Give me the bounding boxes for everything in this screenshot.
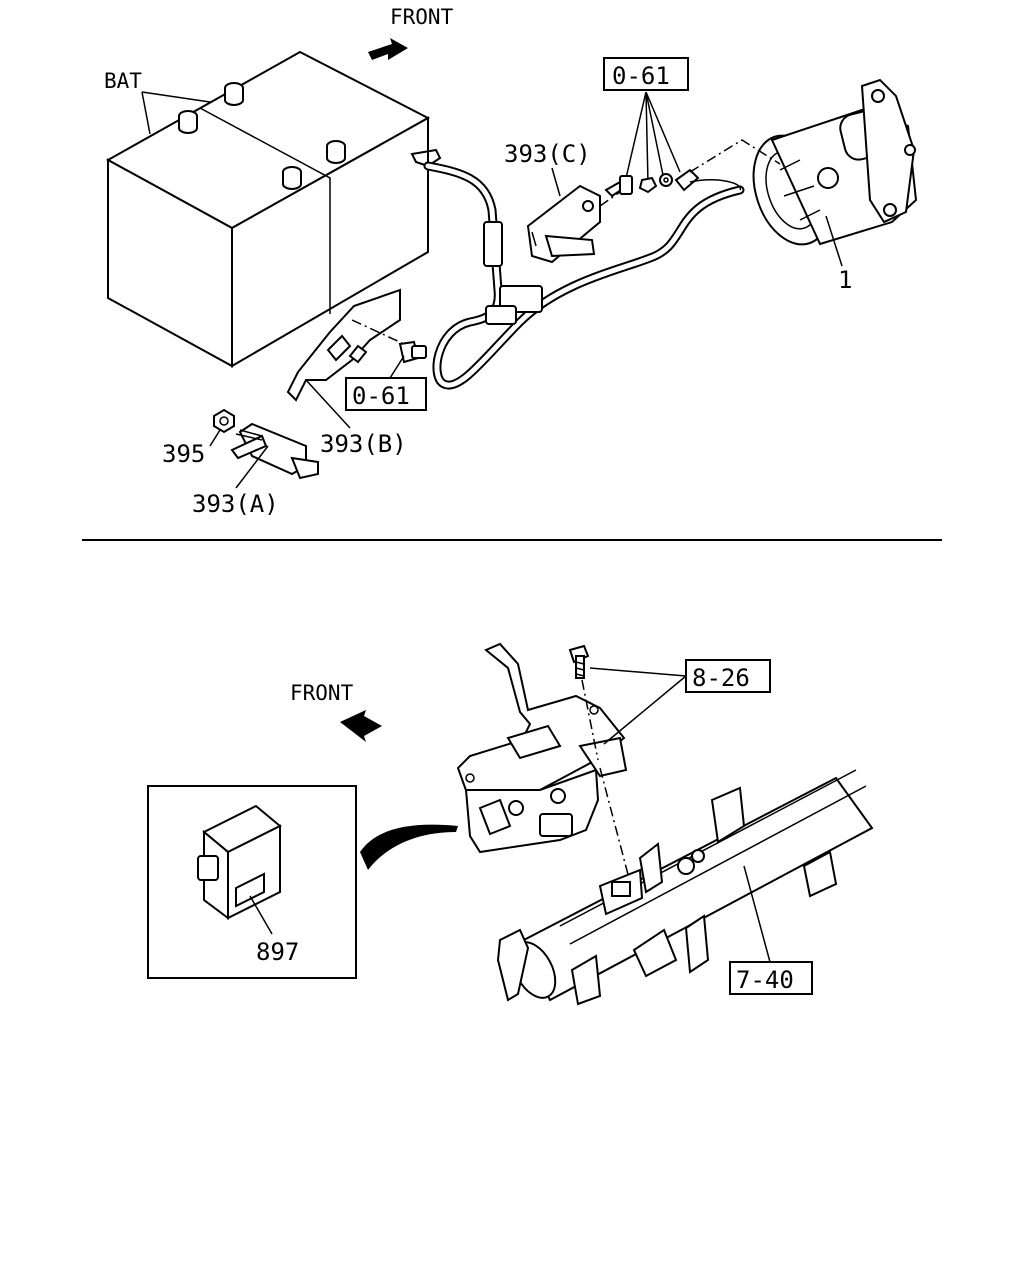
ref-8-26-leaders (589, 667, 687, 745)
control-module-897 (197, 804, 282, 920)
ref-8-26-label: 8-26 (692, 664, 750, 692)
part-897-leader (249, 895, 273, 935)
ref-0-61-upper-label: 0-61 (612, 62, 670, 90)
bolt-8-26 (568, 644, 590, 679)
nut-395 (213, 408, 235, 434)
ref-0-61-upper-leaders (625, 91, 681, 185)
bracket-393c (526, 184, 621, 264)
front-arrow-top-icon (368, 38, 408, 60)
part-393a-label: 393(A) (192, 490, 279, 518)
ref-0-61-lower-box (345, 377, 427, 411)
bracket-393a (230, 422, 319, 480)
bat-leader (141, 91, 211, 135)
ref-7-40-box (729, 961, 813, 995)
mounting-bracket (456, 642, 628, 854)
part-393a-leader (235, 445, 269, 489)
ref-0-61-upper-box (603, 57, 689, 91)
part-393b-leader (305, 379, 351, 429)
starter-motor (752, 78, 918, 246)
part-395-leader (209, 429, 221, 447)
bat-label: BAT (104, 69, 142, 93)
part-897-label: 897 (256, 938, 299, 966)
cross-member-frame (496, 769, 874, 1006)
ref-7-40-leader (743, 865, 771, 963)
front-label-top: FRONT (390, 5, 454, 29)
battery (105, 50, 431, 368)
ref-0-61-lower-label: 0-61 (352, 382, 410, 410)
part-395-label: 395 (162, 440, 205, 468)
ref-7-40-label: 7-40 (736, 966, 794, 994)
part-393c-label: 393(C) (504, 140, 591, 168)
part-393b-label: 393(B) (320, 430, 407, 458)
bracket-393b (286, 288, 427, 402)
part-1-leader (825, 215, 843, 267)
bolt-centerline (581, 679, 631, 883)
bolt-nut-washer-upper (604, 173, 673, 198)
front-label-bottom: FRONT (290, 681, 354, 705)
part-393c-leader (551, 167, 561, 197)
terminal-dash (689, 139, 781, 173)
battery-cable (410, 148, 745, 390)
front-arrow-bottom-icon (340, 710, 382, 742)
callout-arrow-icon (360, 824, 458, 870)
ref-0-61-lower-leader (389, 355, 405, 379)
part-1-label: 1 (838, 266, 852, 294)
